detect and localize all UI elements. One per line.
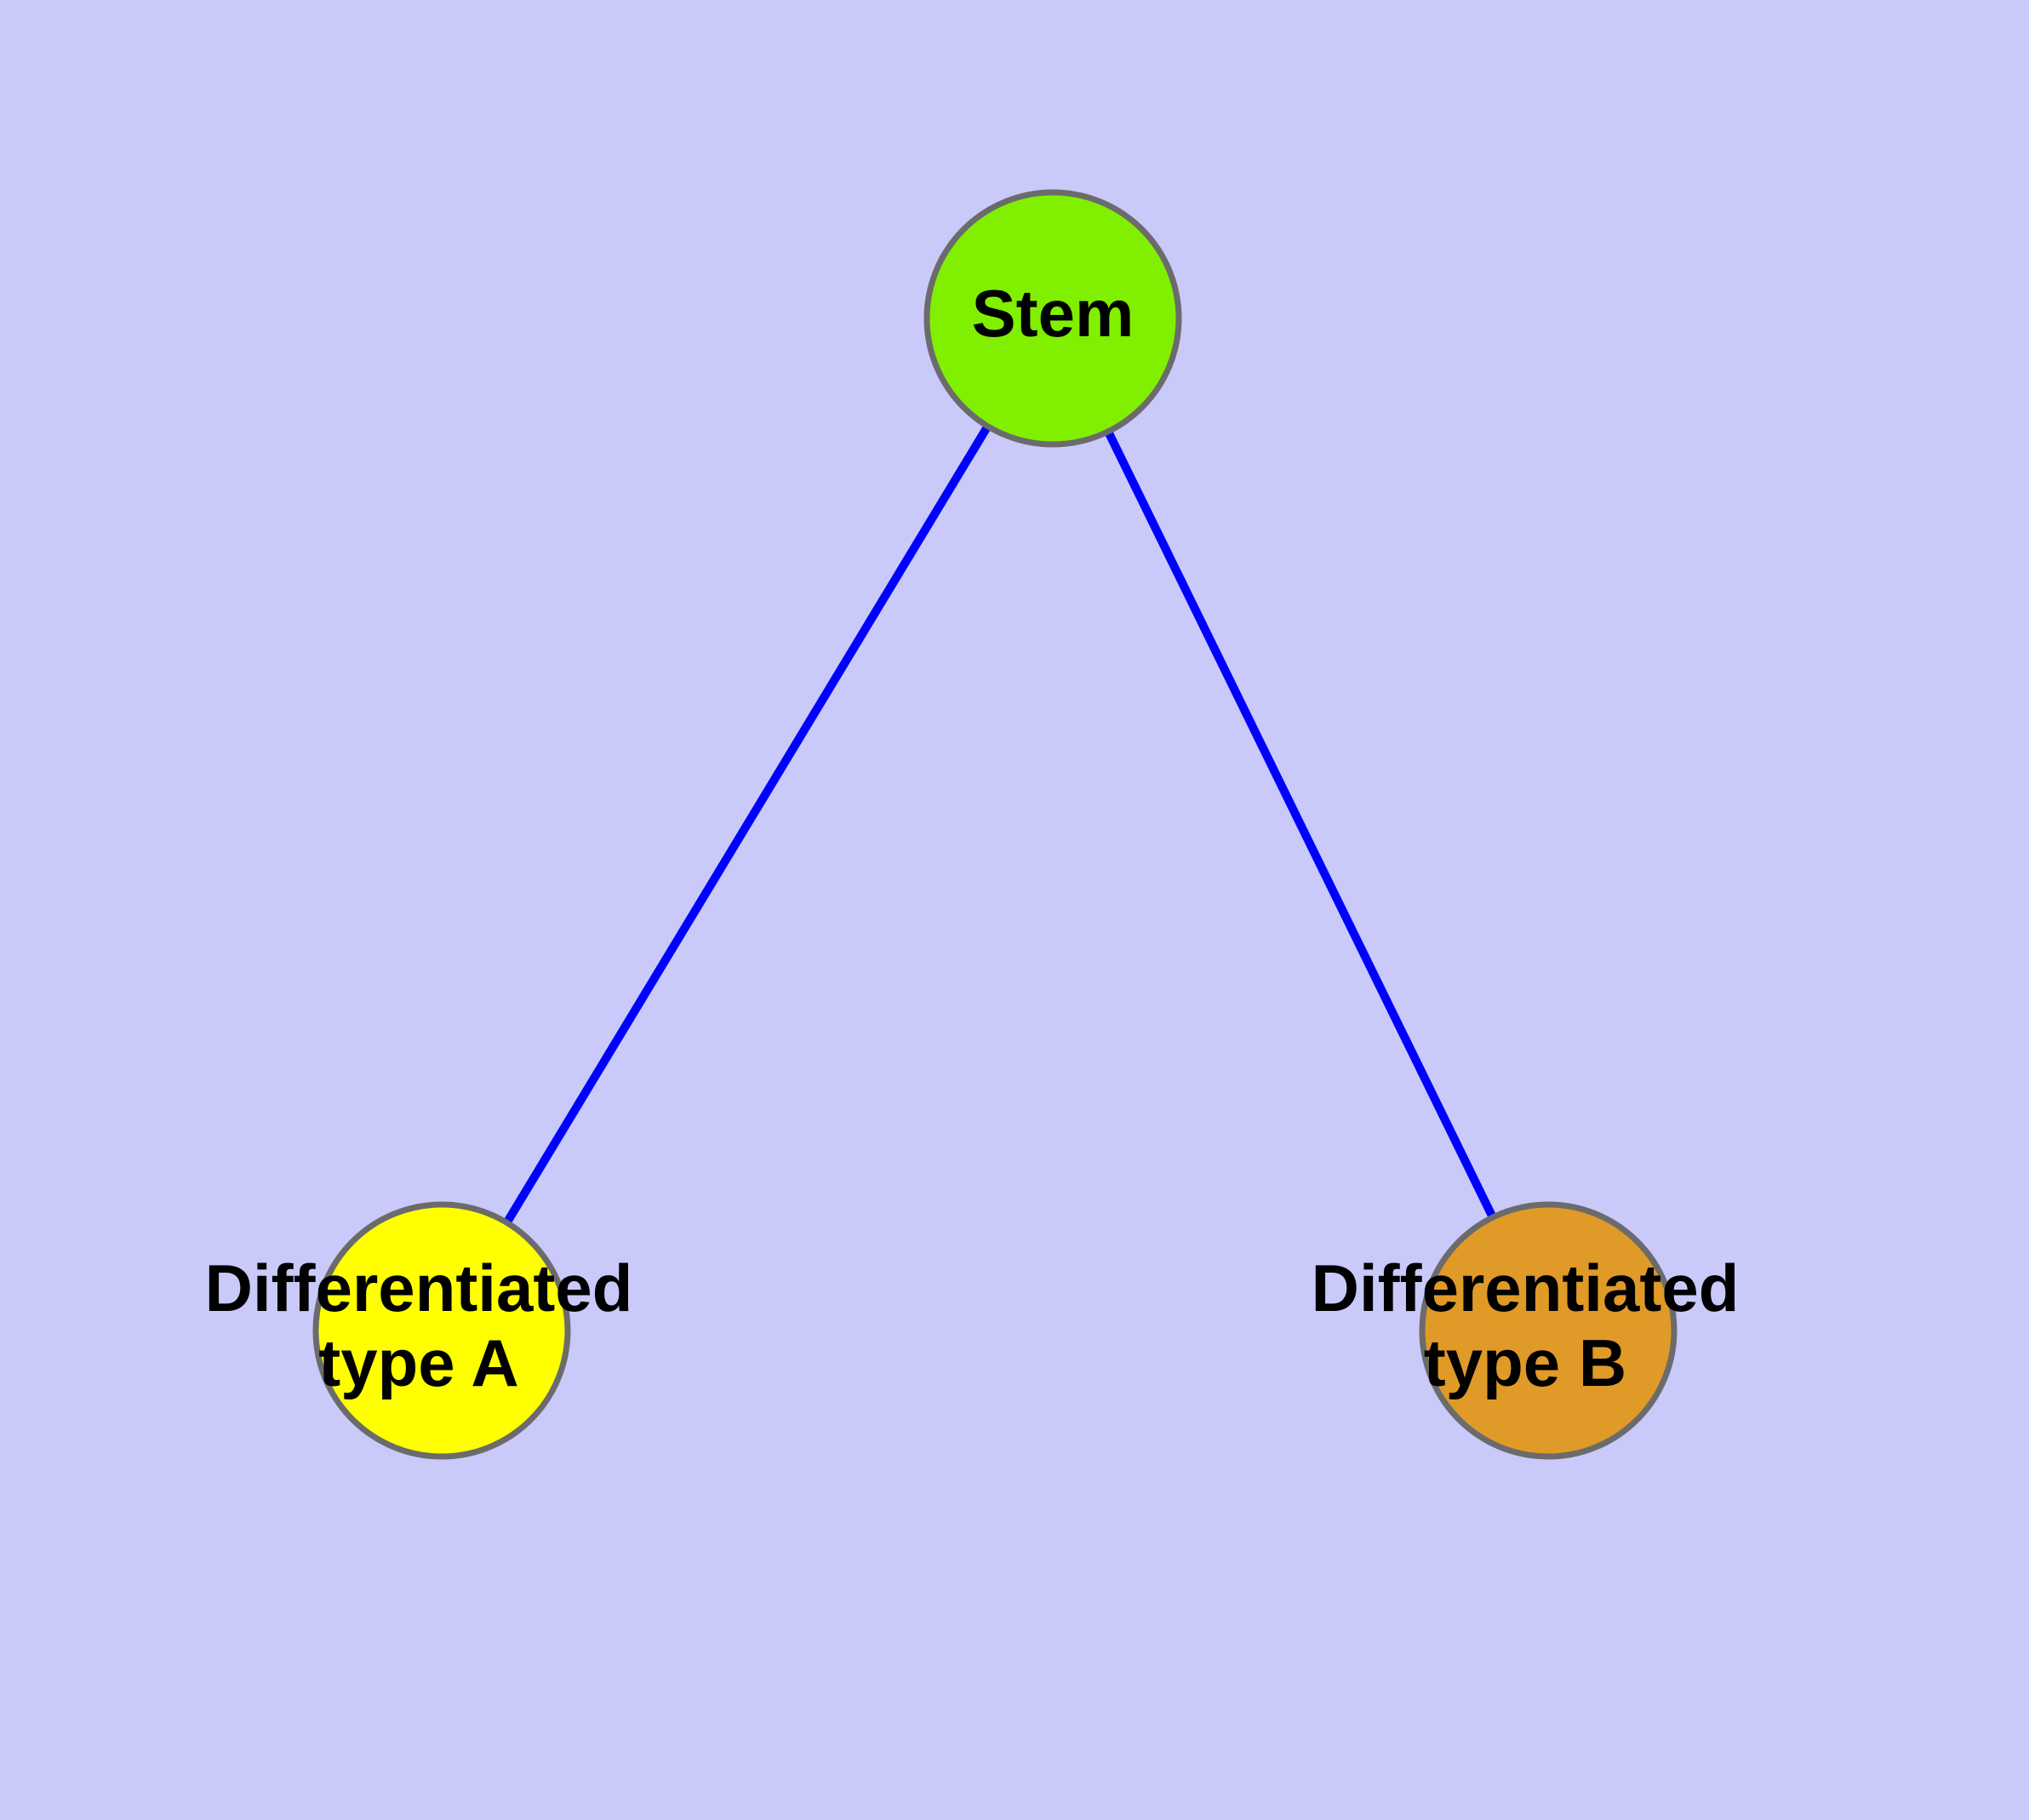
node-label-stem: Stem: [972, 276, 1135, 351]
graph-edge[interactable]: [1049, 316, 1552, 1333]
node-circle-diff_b[interactable]: [1419, 1201, 1677, 1460]
node-circle-diff_a[interactable]: [312, 1201, 571, 1460]
node-label-line: Differentiated: [1312, 1251, 1740, 1325]
node-label-line: type B: [1424, 1325, 1626, 1400]
graph-edge[interactable]: [437, 316, 1057, 1333]
node-label-line: Stem: [972, 276, 1135, 351]
graph-node-stem[interactable]: Stem: [923, 189, 1182, 448]
node-label-line: Differentiated: [205, 1251, 633, 1325]
node-label-line: type A: [318, 1325, 519, 1400]
edges-layer: [437, 316, 1552, 1333]
node-circle-stem[interactable]: [923, 189, 1182, 448]
